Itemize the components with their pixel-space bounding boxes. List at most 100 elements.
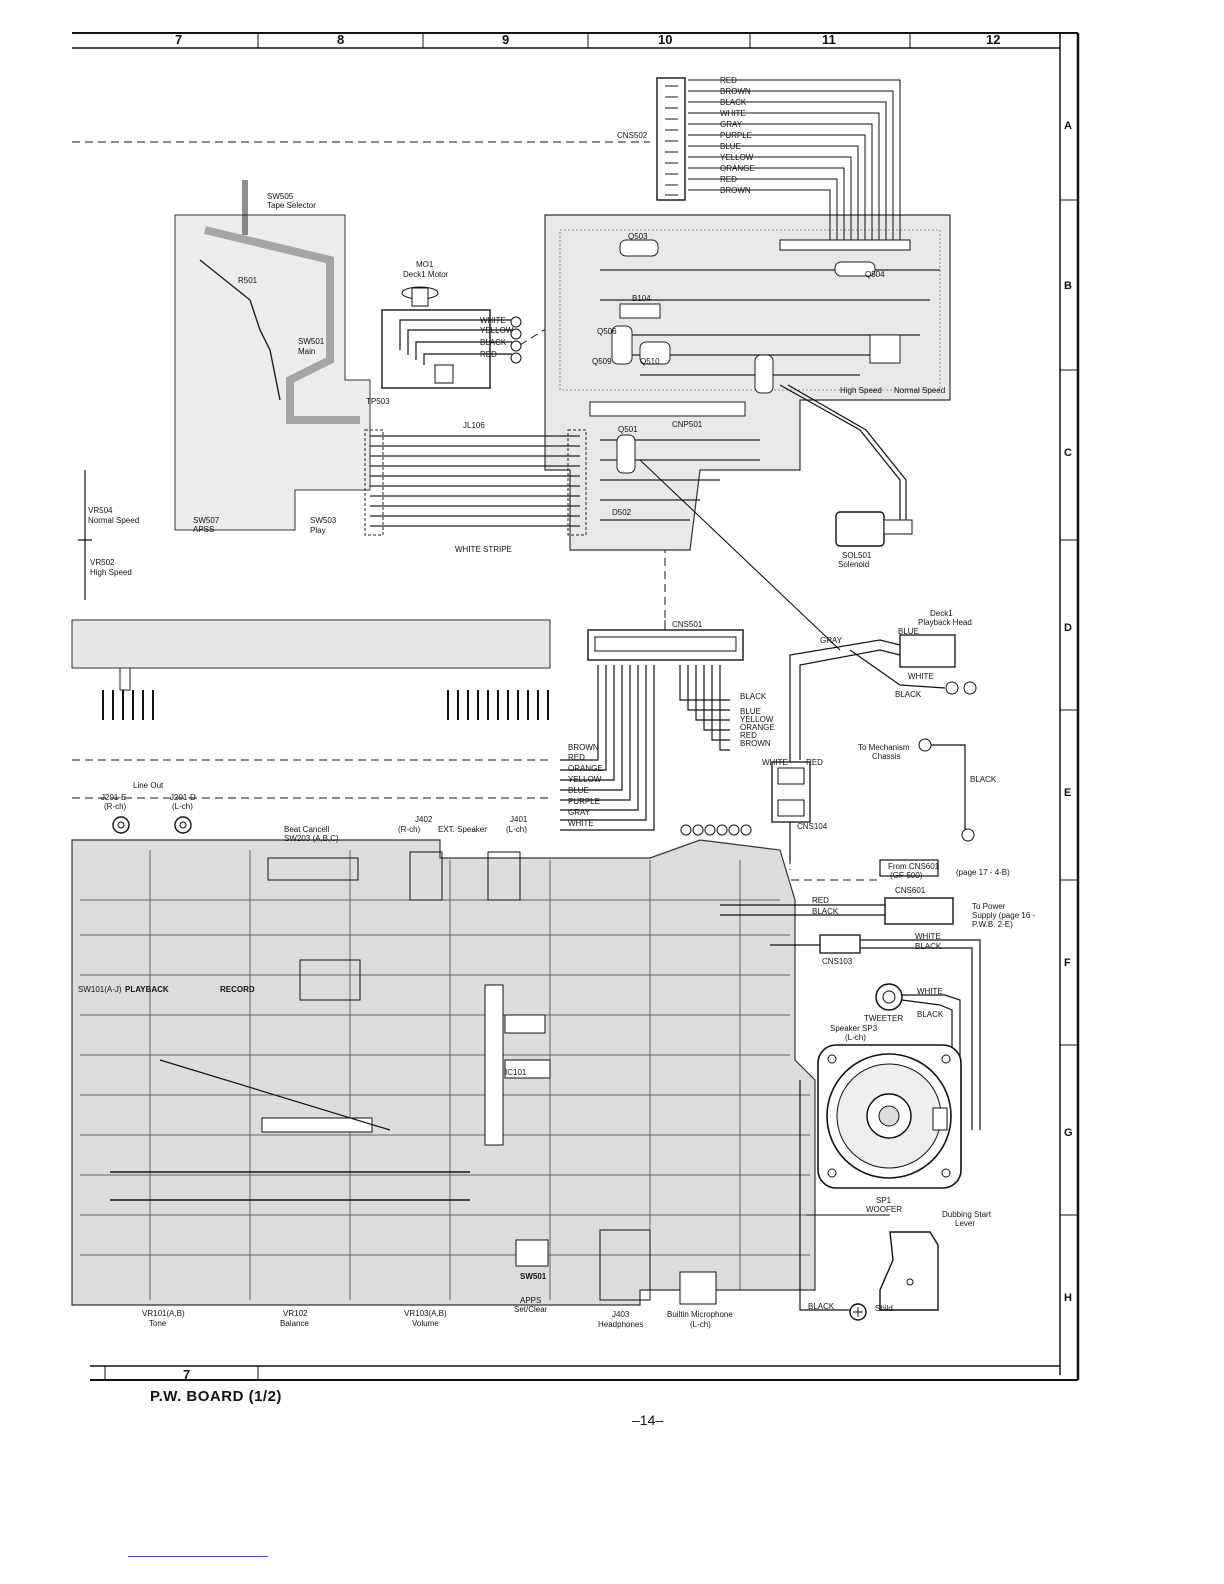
column-number: 12	[986, 32, 1001, 47]
wire-label: BLUE	[720, 142, 741, 151]
vr102-label: VR102	[283, 1309, 308, 1318]
pwb-label: P.W.B. 2-E)	[972, 920, 1013, 929]
column-number: 10	[658, 32, 673, 47]
sol501-label: SOL501	[842, 551, 872, 560]
jl106-label: JL106	[463, 421, 485, 430]
motor-wire-yellow: YELLOW	[480, 326, 514, 335]
left-top-pcb	[174, 180, 587, 536]
b104-label: B104	[632, 294, 651, 303]
column-number: 7	[175, 32, 183, 47]
sol501-solenoid	[779, 384, 913, 547]
motor-wire-black: BLACK	[480, 338, 507, 347]
q509-label: Q509	[592, 357, 612, 366]
from-cns601-label: From CNS601	[888, 862, 940, 871]
column-number-bottom: 7	[183, 1367, 191, 1382]
wire-label: BLUE	[740, 707, 761, 716]
head-signal-wire	[639, 459, 841, 651]
wire-label: BROWN	[720, 186, 751, 195]
power-wire-red: RED	[812, 896, 829, 905]
supply-label: Supply (page 16 -	[972, 911, 1036, 920]
wire-label: ORANGE	[568, 764, 603, 773]
wire-label: RED	[720, 76, 737, 85]
speaker-lch-label: (L-ch)	[845, 1033, 866, 1042]
j201e-label: J201-E	[101, 793, 127, 802]
head-wire-black: BLACK	[895, 690, 922, 699]
sw501-desc: Main	[298, 347, 316, 356]
wire-label: GRAY	[720, 120, 743, 129]
wire-label: RED	[720, 175, 737, 184]
dubbing-start-label: Dubbing Start	[942, 1210, 991, 1219]
cns104-label: CNS104	[797, 822, 828, 831]
wire-label: ORANGE	[740, 723, 775, 732]
wire-label: BROWN	[740, 739, 771, 748]
wire-label: YELLOW	[740, 715, 774, 724]
row-letter: B	[1064, 280, 1072, 292]
apps-label: APPS	[520, 1296, 542, 1305]
headphones-label: Headphones	[598, 1320, 644, 1329]
wire-label: WHITE	[720, 109, 746, 118]
cnp501-label: CNP501	[672, 420, 703, 429]
row-letter: C	[1064, 447, 1072, 459]
white-stripe-label: WHITE STRIPE	[455, 545, 512, 554]
m01-label: MO1	[416, 260, 434, 269]
row-letter: D	[1064, 622, 1072, 634]
vr502-label: VR502	[90, 558, 115, 567]
volume-label: Volume	[412, 1319, 439, 1328]
sw503-desc: Play	[310, 526, 326, 535]
wire-label: ORANGE	[720, 164, 755, 173]
chassis-label: Chassis	[872, 752, 901, 761]
cns104-wire-red: RED	[806, 758, 823, 767]
wire-label: YELLOW	[720, 153, 754, 162]
wire-label: PURPLE	[720, 131, 753, 140]
builtin-mic-label: Builtin Microphone	[667, 1310, 733, 1319]
left-edge-vr-leads	[78, 470, 92, 600]
j403-label: J403	[612, 1310, 630, 1319]
dubbing-start-lever	[799, 1080, 939, 1321]
head-wire-gray: GRAY	[820, 636, 843, 645]
cns601-label: CNS601	[895, 886, 926, 895]
wire-label: YELLOW	[568, 775, 602, 784]
cns501-connector	[560, 620, 752, 836]
woofer-speaker	[817, 1044, 962, 1189]
wire-label: BLACK	[740, 692, 767, 701]
q506-label: Q506	[597, 327, 617, 336]
playback-label: PLAYBACK	[125, 985, 169, 994]
tweeter-wire-black: BLACK	[917, 1010, 944, 1019]
j201d-lch: (L-ch)	[172, 802, 193, 811]
wire-label: WHITE	[568, 819, 594, 828]
ext-speaker-label: EXT. Speaker	[438, 825, 487, 834]
tweeter	[875, 983, 961, 1100]
playback-head-label: Playback Head	[918, 618, 972, 627]
chassis-wire-black: BLACK	[970, 775, 997, 784]
to-mechanism-label: To Mechanism	[858, 743, 910, 752]
board-normal-speed-label: Normal Speed	[894, 386, 946, 395]
balance-label: Balance	[280, 1319, 309, 1328]
m01-desc: Deck1 Motor	[403, 270, 449, 279]
lever-label: Lever	[955, 1219, 976, 1228]
wire-label: RED	[568, 753, 585, 762]
motor-wire-white: WHITE	[480, 316, 506, 325]
q501-label: Q501	[618, 425, 638, 434]
wire-label: BLACK	[720, 98, 747, 107]
j402-label: J402	[415, 815, 433, 824]
deck1-motor	[381, 286, 522, 389]
bottom-link-underline	[128, 1556, 268, 1557]
board-high-speed-label: High Speed	[840, 386, 882, 395]
column-number: 9	[502, 32, 510, 47]
sw507-desc: APSS	[193, 525, 215, 534]
cns104-wire-white: WHITE	[762, 758, 788, 767]
deck1-head-label: Deck1	[930, 609, 953, 618]
cns103-label: CNS103	[822, 957, 853, 966]
wire-label: BROWN	[720, 87, 751, 96]
main-audio-pcb	[71, 839, 816, 1306]
playback-head	[771, 634, 977, 860]
j401-lch: (L-ch)	[506, 825, 527, 834]
motor-wire-red: RED	[480, 350, 497, 359]
sw501b-label: SW501	[520, 1272, 547, 1281]
cns502-label: CNS502	[617, 131, 648, 140]
wire-label: BROWN	[568, 743, 599, 752]
woofer-label: WOOFER	[866, 1205, 902, 1214]
shield-wire-black: BLACK	[808, 1302, 835, 1311]
page-ref-label: (page 17 - 4-B)	[956, 868, 1010, 877]
